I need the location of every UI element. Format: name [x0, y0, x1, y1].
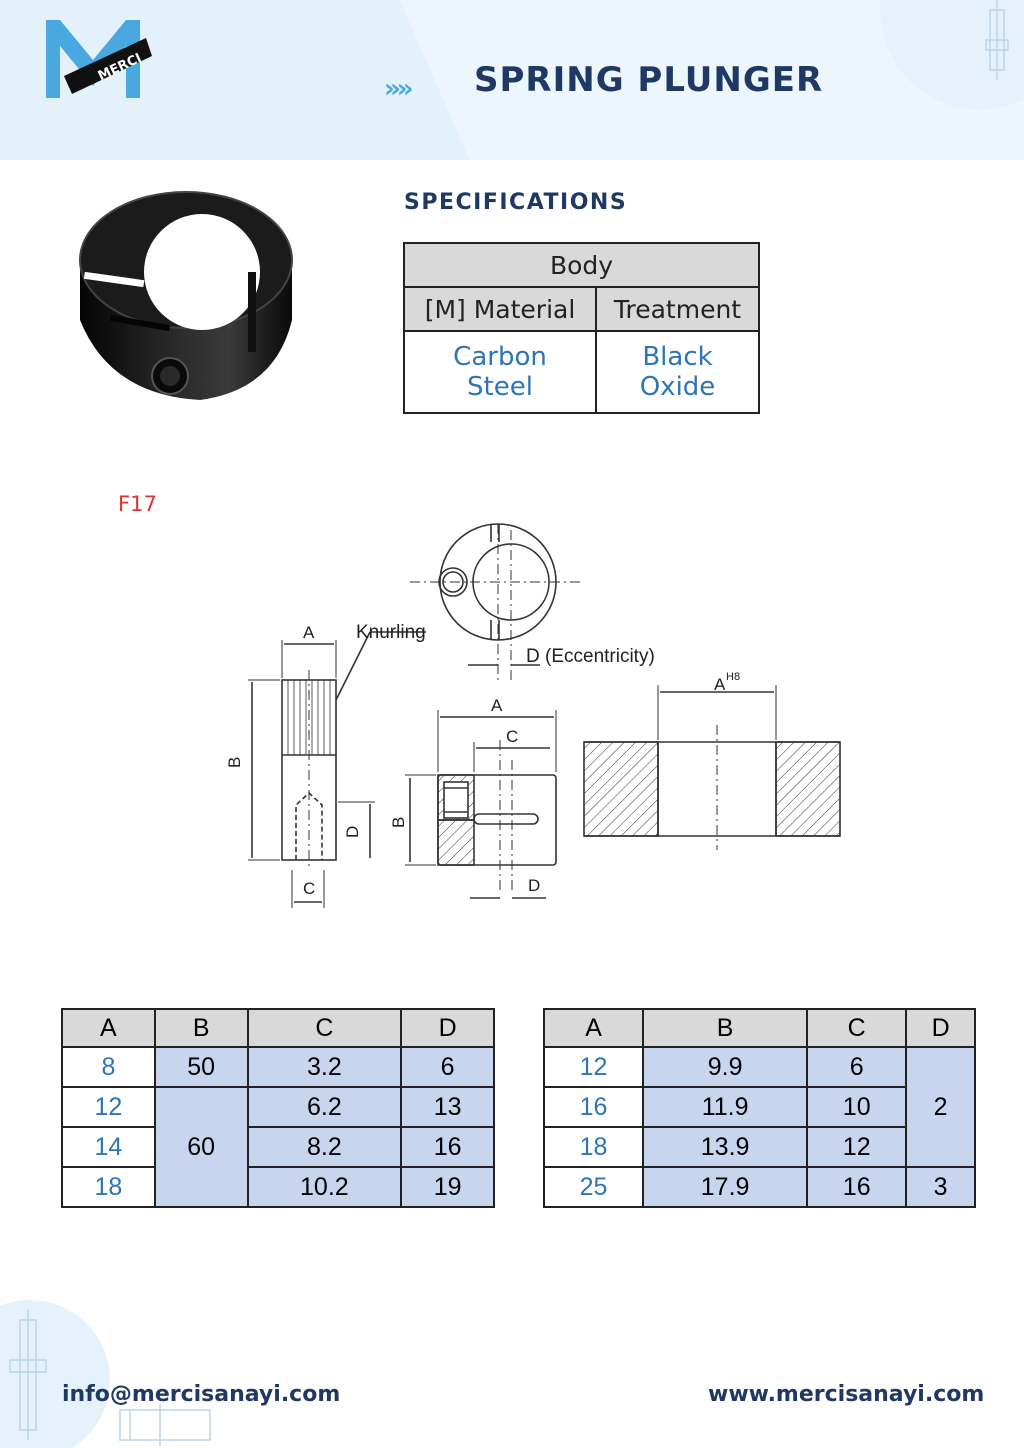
- table-row: 12 60 6.2 13: [61, 1086, 495, 1208]
- merci-logo: MERCI: [46, 20, 152, 98]
- dimensions-table-2: A B C D 12 9.9 6 2 16 11.9 10 18 13.9 12…: [542, 1008, 976, 1208]
- dim-label-d-collar: D: [528, 876, 540, 895]
- table-cell-d: 13: [400, 1086, 495, 1128]
- tolerance-h8-label: H8: [726, 671, 740, 683]
- table-1-header-b: B: [153, 1008, 249, 1048]
- table-cell-a: 18: [61, 1166, 156, 1208]
- table-cell-b: 17.9: [642, 1166, 809, 1208]
- dim-label-c-pin: C: [303, 879, 315, 898]
- table-2-header-c: C: [806, 1008, 908, 1048]
- table-1-header-c: C: [246, 1008, 403, 1048]
- spec-treatment-header: Treatment: [595, 286, 760, 332]
- table-cell-d: 6: [400, 1046, 495, 1088]
- website-link[interactable]: www.mercisanayi.com: [708, 1382, 985, 1407]
- table-cell-d-merged: 2: [905, 1046, 976, 1168]
- table-cell-c: 10: [806, 1086, 908, 1128]
- treatment-line-2: Oxide: [639, 372, 716, 402]
- knurling-label: Knurling: [356, 622, 426, 643]
- table-cell-c: 8.2: [246, 1126, 403, 1168]
- table-cell-b-merged: 60: [153, 1086, 249, 1208]
- table-cell-c: 3.2: [246, 1046, 403, 1088]
- table-cell-a: 8: [61, 1046, 156, 1088]
- table-cell-d: 19: [400, 1166, 495, 1208]
- dim-label-b-pin: B: [225, 757, 244, 768]
- table-cell-a: 18: [542, 1126, 645, 1168]
- table-cell-c: 12: [806, 1126, 908, 1168]
- table-row: 12 9.9 6 2: [542, 1046, 976, 1168]
- table-cell-b: 9.9: [642, 1046, 809, 1088]
- table-cell-c: 6: [806, 1046, 908, 1088]
- table-cell-c: 16: [806, 1166, 908, 1208]
- technical-drawing: A Knurling B D C D (Eccentricity) A C B …: [225, 523, 841, 908]
- material-line-1: Carbon: [453, 342, 547, 372]
- table-2-header-d: D: [905, 1008, 976, 1048]
- table-row: 18 13.9 12: [542, 1126, 975, 1168]
- page-title: SPRING PLUNGER: [474, 60, 824, 100]
- figure-code: F17: [118, 492, 157, 516]
- specifications-table: Body [M] Material Treatment Carbon Steel…: [402, 242, 760, 414]
- dim-label-a-collar: A: [491, 696, 503, 715]
- dimensions-table-1: A B C D 8 50 3.2 6 12 60 6.2 13 14 8.2 1…: [61, 1008, 495, 1208]
- dim-label-a-pin: A: [303, 623, 315, 642]
- chevron-arrows-icon: »»: [384, 74, 414, 104]
- table-cell-a: 14: [61, 1126, 156, 1168]
- dim-label-d-pin: D: [343, 826, 362, 838]
- table-cell-c: 6.2: [246, 1086, 403, 1128]
- table-row: 18 10.2 19: [61, 1166, 495, 1208]
- table-cell-a: 12: [61, 1086, 156, 1128]
- table-cell-c: 10.2: [246, 1166, 403, 1208]
- table-cell-a: 16: [542, 1086, 645, 1128]
- blueprint-decoration: [880, 0, 1024, 110]
- dim-label-a-housing: A: [714, 675, 726, 694]
- table-cell-a: 12: [542, 1046, 645, 1088]
- table-2-header-a: A: [542, 1008, 645, 1048]
- table-cell-b: 13.9: [642, 1126, 809, 1168]
- table-2-header-b: B: [642, 1008, 809, 1048]
- spec-group-header: Body: [403, 242, 760, 288]
- eccentricity-label: D (Eccentricity): [526, 646, 655, 667]
- spec-material-header: [M] Material: [402, 286, 598, 332]
- contact-email-link[interactable]: info@mercisanayi.com: [62, 1382, 341, 1407]
- table-row: 25 17.9 16 3: [542, 1166, 976, 1208]
- table-cell-b: 11.9: [642, 1086, 809, 1128]
- specifications-heading: SPECIFICATIONS: [404, 190, 628, 215]
- blueprint-decoration: [0, 1300, 211, 1448]
- table-cell-d: 3: [905, 1166, 976, 1208]
- dim-label-b-collar: B: [389, 817, 408, 828]
- table-row: 8 50 3.2 6: [61, 1046, 495, 1088]
- spec-treatment-value: Black Oxide: [595, 330, 760, 414]
- table-cell-d: 16: [400, 1126, 495, 1168]
- table-cell-a: 25: [542, 1166, 645, 1208]
- product-photo: [79, 191, 293, 400]
- dim-label-c-collar: C: [506, 727, 518, 746]
- treatment-line-1: Black: [642, 342, 713, 372]
- spec-material-value: Carbon Steel: [402, 330, 598, 414]
- table-row: 14 8.2 16: [61, 1126, 495, 1168]
- table-1-header-a: A: [61, 1008, 156, 1048]
- table-row: 16 11.9 10: [542, 1086, 975, 1128]
- material-line-2: Steel: [467, 372, 533, 402]
- table-cell-b: 50: [153, 1046, 249, 1088]
- table-1-header-d: D: [400, 1008, 495, 1048]
